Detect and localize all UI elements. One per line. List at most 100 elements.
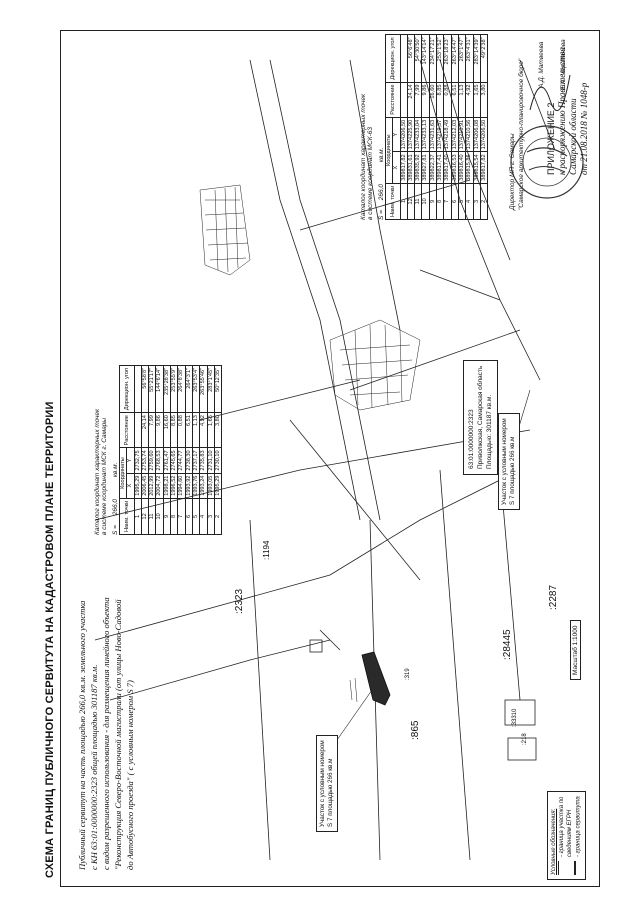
catalog2-cell: 3,80 [480, 82, 488, 118]
parcel-boundary [94, 469, 521, 641]
catalog2-cell: 389817,40 [443, 151, 452, 184]
plot-note-box-lower: Участок с условным номером S 7 площадью … [316, 735, 338, 832]
parcel-label-28445: :28445 [502, 629, 513, 660]
catalog2-cell: 389822,37 [429, 151, 437, 184]
building-outline [507, 737, 537, 761]
catalog1-cell: 2004,72 [155, 473, 164, 499]
parcel-label-865: :865 [410, 720, 421, 740]
catalog1-header-coords: Координаты [119, 447, 127, 499]
catalog1-cell: 8 [170, 498, 178, 535]
catalog1-cell: 264°8'38" [177, 365, 186, 413]
catalog2-cell: 7,99 [414, 82, 422, 118]
parcel-label-2323: :2323 [234, 588, 245, 614]
kn-number: 63:01:0000000:2323 [468, 409, 475, 469]
catalog1-cell: 3 [207, 498, 215, 535]
road-line [269, 59, 381, 521]
catalog2-cell: 3 [473, 183, 481, 220]
catalog2-cell [400, 82, 408, 118]
road-line [349, 59, 401, 331]
description-line: с видом разрешенного использования - для… [101, 597, 111, 870]
catalog2-cell: 1374206,08 [473, 117, 481, 152]
road-line [349, 329, 521, 391]
catalog1-cell: 1995,29 [134, 473, 142, 499]
map-legend: Условные обозначения: - граница участка … [547, 791, 586, 880]
catalog2-cell: 0,88 [443, 82, 452, 118]
legend-title: Условные обозначения: [551, 808, 557, 875]
catalog1-area: S = 266,0 кв.м. [112, 365, 119, 535]
catalog1-cell: 9,86 [155, 412, 164, 448]
catalog1-cell: 2737,17 [192, 447, 200, 474]
building-outline [309, 639, 323, 653]
catalog2-header-angle: Дирекцион. угол [385, 34, 401, 83]
catalog2-cell: 263°14'47" [451, 34, 459, 83]
catalog1-cell: 1998,21 [163, 473, 171, 499]
catalog2-cell: 1 [400, 183, 408, 220]
catalog2-cell: 1374219,37 [436, 117, 444, 152]
coordinate-catalog-msk-63: Каталог координат характерных точек в си… [360, 34, 488, 220]
built-up-area [199, 184, 251, 276]
catalog1-cell: 253°55'9" [170, 365, 178, 413]
catalog1-cell: 5 [192, 498, 200, 535]
catalog2-cell: 389816,40 [458, 151, 466, 184]
catalog1-header-point: Наим. точки [119, 498, 135, 535]
plot-note-box-upper: Участок с условным номером S 7 площадью … [498, 413, 520, 510]
built-up-area [204, 199, 249, 261]
catalog1-cell: 8,85 [170, 412, 178, 448]
legend-swatch-egrn [558, 861, 565, 875]
catalog2-cell: 11 [414, 183, 422, 220]
description-line: до Автобусного проезда" ( с условным ном… [125, 680, 135, 870]
catalog2-cell: 9,86 [421, 82, 430, 118]
catalog2-caption-line1: Каталог координат характерных точек [360, 93, 367, 220]
catalog2-cell: 12 [407, 183, 415, 220]
catalog2-header-point: Наим. точки [385, 183, 401, 220]
catalog2-cell: 54°30'50" [414, 34, 422, 83]
parcel-label-33310: :33310 [512, 708, 518, 727]
catalog2-cell: 1,65 [473, 82, 481, 118]
parcel-label-218: :218 [522, 733, 528, 745]
catalog1-cell: 2731,10 [207, 447, 215, 474]
road-line [519, 59, 556, 151]
parcel-boundary [439, 469, 471, 861]
catalog1-cell: 55°21'17" [148, 365, 156, 413]
road-line [289, 419, 421, 581]
servitude-description: Публичный сервитут на часть площадью 266… [76, 597, 136, 870]
plot-note-lower-line1: Участок с условным номером [319, 740, 326, 827]
catalog1-cell: 6 [185, 498, 193, 535]
road-line [249, 59, 361, 521]
catalog2-cell: 4,92 [465, 82, 474, 118]
catalog2-cell: 389827,81 [421, 151, 430, 184]
kn-address: Приволжская, Самарская область [477, 365, 484, 469]
catalog1-cell: 2732,75 [134, 447, 142, 474]
catalog2-cell: 263°1'47" [458, 34, 466, 83]
catalog2-header-distance: Расстояние [385, 82, 401, 118]
catalog2-cell: 283°14'39" [473, 34, 481, 83]
catalog1-cell: 1993,05 [207, 473, 215, 499]
catalog2-cell: 389831,61 [407, 151, 415, 184]
catalog2-cell: 8 [436, 183, 444, 220]
catalog2-cell: 8,85 [436, 82, 444, 118]
catalog2-cell: 1374210,56 [465, 117, 474, 152]
catalog1-cell: 1993,24 [199, 473, 208, 499]
catalog2-caption-line2: в системе координат МСК-63 [367, 126, 374, 220]
catalog1-cell: 144°6'14" [155, 365, 164, 413]
catalog1-cell: 0,88 [177, 412, 186, 448]
catalog1-cell: 2745,65 [170, 447, 178, 474]
catalog1-cell: 263°55'46" [199, 365, 208, 413]
catalog2-cell: 49°2'38" [480, 34, 488, 83]
catalog1-header-y: Y [126, 447, 135, 474]
parcel-label-2287: :2287 [548, 584, 559, 610]
road-line [439, 59, 511, 261]
